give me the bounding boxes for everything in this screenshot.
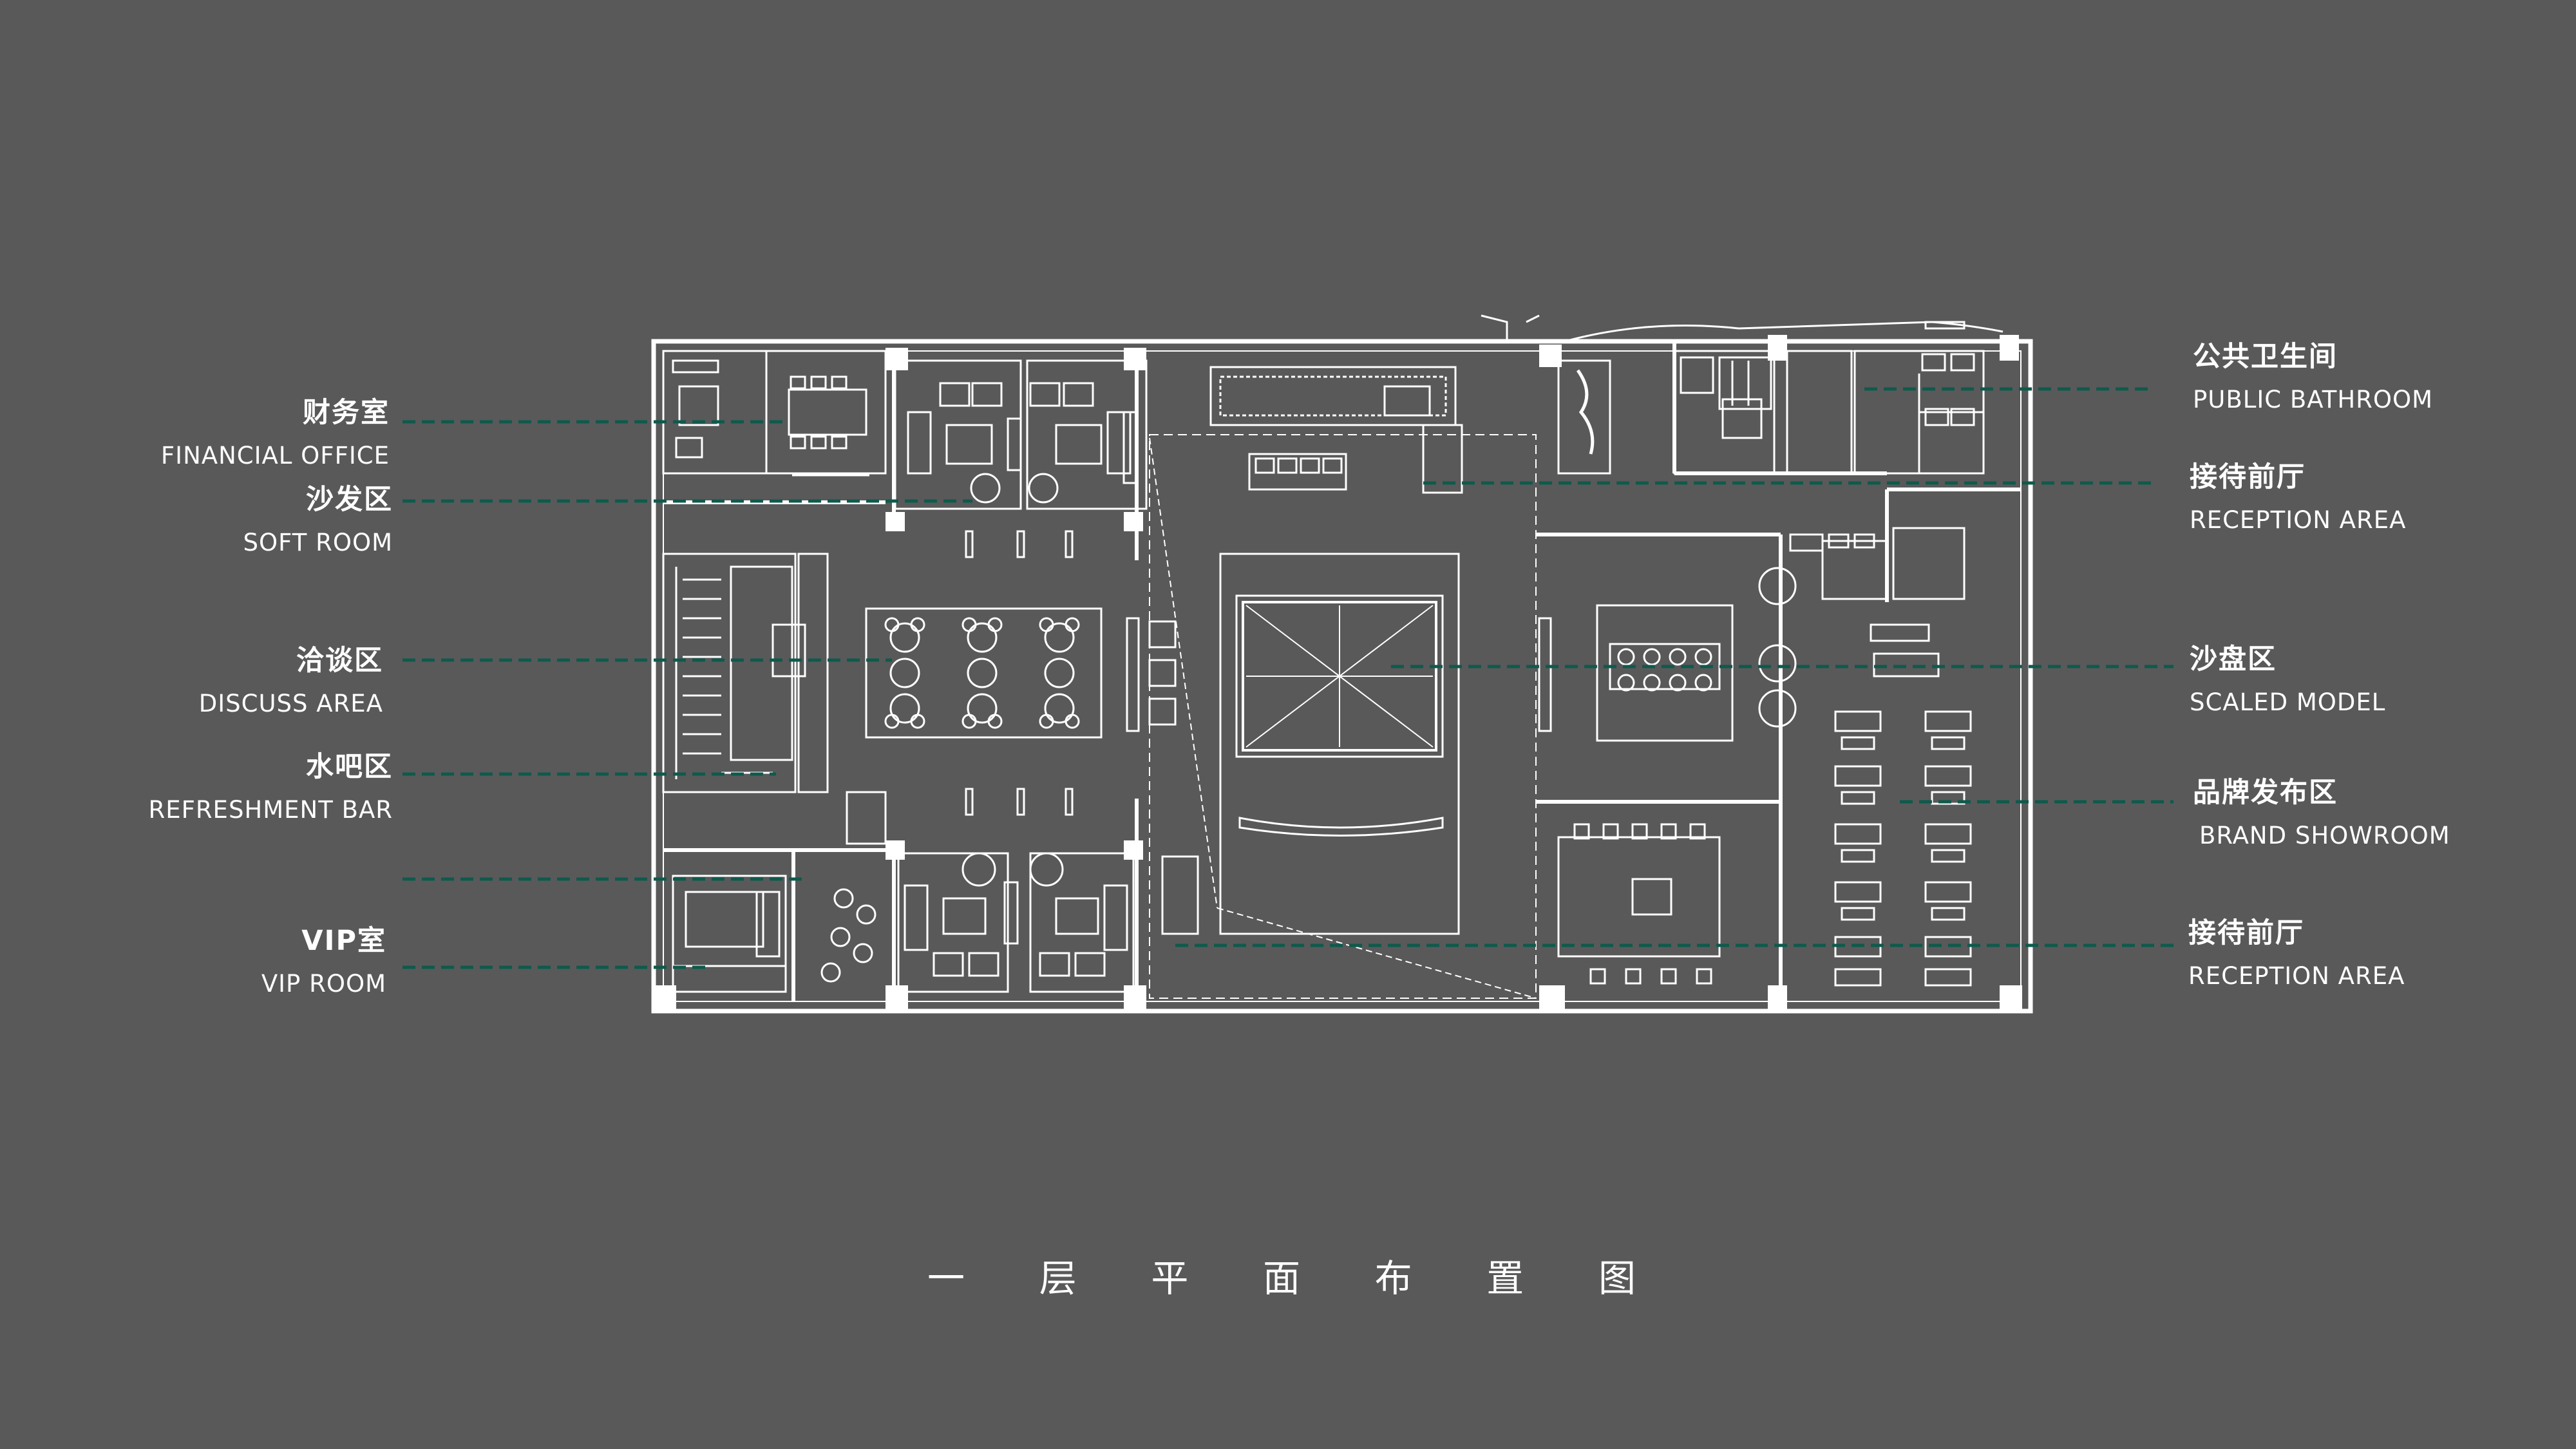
scaled-model-zone <box>1149 434 1537 999</box>
refreshment-bar-zone <box>662 553 829 793</box>
label-vip-room-en: VIP ROOM <box>261 970 386 998</box>
financial-office-zone <box>662 350 887 477</box>
label-refreshment-bar-en: REFRESHMENT BAR <box>148 796 393 824</box>
title-char: 平 <box>1151 1256 1189 1300</box>
outer-wall <box>651 339 2033 1014</box>
label-brand-showroom-en: BRAND SHOWROOM <box>2199 822 2450 849</box>
label-reception-area-bottom: 接待前厅 RECEPTION AREA <box>2188 917 2405 990</box>
label-financial-office-en: FINANCIAL OFFICE <box>160 442 390 469</box>
title-char: 一 <box>927 1256 965 1300</box>
label-financial-office: 财务室 FINANCIAL OFFICE <box>161 399 390 468</box>
label-vip-room: VIP室 VIP ROOM <box>261 927 386 996</box>
label-public-bathroom-en: PUBLIC BATHROOM <box>2193 386 2434 413</box>
leader-lines <box>402 387 2177 969</box>
label-soft-room-en: SOFT ROOM <box>243 529 393 556</box>
label-brand-showroom: 品牌发布区 BRAND SHOWROOM <box>2193 779 2450 848</box>
label-scaled-model: 沙盘区 SCALED MODEL <box>2190 643 2386 716</box>
reception-top-zone <box>1209 314 2003 494</box>
label-discuss-area: 洽谈区 DISCUSS AREA <box>198 645 383 717</box>
label-brand-showroom-cn: 品牌发布区 <box>2193 777 2338 809</box>
meeting-room-zone <box>1538 567 1797 742</box>
title-char: 图 <box>1598 1256 1636 1300</box>
label-soft-room: 沙发区 SOFT ROOM <box>243 484 393 556</box>
label-scaled-model-en: SCALED MODEL <box>2190 688 2386 716</box>
label-soft-room-cn: 沙发区 <box>306 484 393 516</box>
label-reception-area-top-en: RECEPTION AREA <box>2190 506 2407 534</box>
brand-showroom-zone <box>1834 623 1972 987</box>
title-char: 置 <box>1486 1256 1524 1300</box>
label-refreshment-bar-cn: 水吧区 <box>306 751 393 783</box>
label-financial-office-cn: 财务室 <box>303 397 390 429</box>
label-discuss-area-cn: 洽谈区 <box>296 645 383 677</box>
label-reception-area-bottom-cn: 接待前厅 <box>2188 917 2304 949</box>
discuss-area-zone <box>846 530 1177 845</box>
plan-title: 一 层 平 面 布 置 图 <box>927 1248 1636 1302</box>
title-char: 层 <box>1039 1256 1077 1300</box>
label-reception-area-top: 接待前厅 RECEPTION AREA <box>2190 461 2407 534</box>
reception-bottom-zone <box>1557 823 1721 985</box>
title-char: 面 <box>1262 1256 1300 1300</box>
title-char: 布 <box>1374 1256 1412 1300</box>
label-public-bathroom: 公共卫生间 PUBLIC BATHROOM <box>2193 343 2433 412</box>
vip-room-zone <box>672 852 1199 993</box>
label-reception-area-top-cn: 接待前厅 <box>2190 461 2306 493</box>
label-reception-area-bottom-en: RECEPTION AREA <box>2188 962 2405 990</box>
label-public-bathroom-cn: 公共卫生间 <box>2193 341 2338 373</box>
public-bathroom-zone <box>1673 350 1985 600</box>
label-vip-room-cn: VIP室 <box>301 925 386 957</box>
label-discuss-area-en: DISCUSS AREA <box>198 690 383 717</box>
soft-room-zone <box>894 359 1148 510</box>
label-scaled-model-cn: 沙盘区 <box>2190 643 2277 676</box>
label-refreshment-bar: 水吧区 REFRESHMENT BAR <box>148 753 393 822</box>
